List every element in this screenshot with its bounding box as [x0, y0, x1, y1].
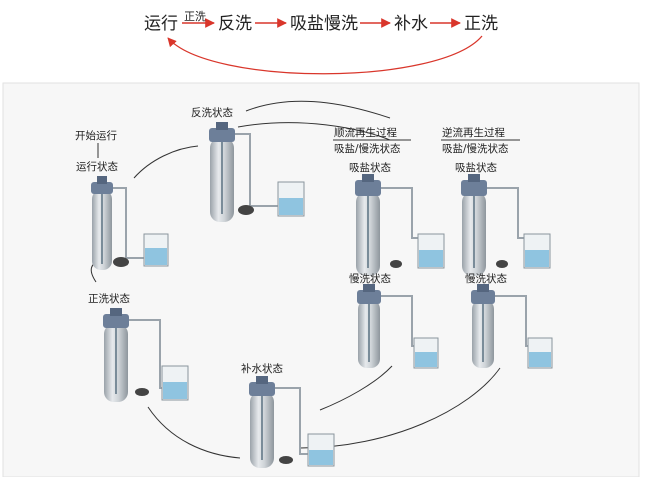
downflow-heading: 顺流再生过程 吸盐/慢洗状态 — [333, 126, 411, 155]
unit-rinse-label: 正洗状态 — [88, 292, 130, 305]
unit-upflow-brine: 吸盐状态 — [455, 161, 551, 276]
flow-step-brine-slow: 吸盐慢洗 — [290, 13, 358, 34]
flow-step-run: 运行 — [144, 14, 178, 34]
unit-backwash: 反洗状态 — [191, 106, 305, 222]
unit-refill-label: 补水状态 — [241, 362, 283, 375]
unit-backwash-label: 反洗状态 — [191, 106, 233, 119]
diagram-panel — [2, 82, 640, 477]
flow-step-rinse: 正洗 — [464, 14, 498, 34]
upflow-heading-line2: 吸盐/慢洗状态 — [442, 142, 509, 155]
unit-run-label: 运行状态 — [76, 160, 118, 173]
unit-upflow-brine-label: 吸盐状态 — [455, 161, 497, 174]
downflow-heading-line2: 吸盐/慢洗状态 — [334, 142, 401, 155]
unit-downflow-slow-label: 慢洗状态 — [349, 272, 391, 285]
downflow-heading-line1: 顺流再生过程 — [334, 126, 397, 139]
unit-downflow-slow: 慢洗状态 — [349, 272, 439, 369]
unit-run: 开始运行 运行状态 — [75, 129, 169, 270]
unit-downflow-brine-label: 吸盐状态 — [349, 161, 391, 174]
upflow-heading: 逆流再生过程 吸盐/慢洗状态 — [441, 126, 520, 155]
unit-rinse: 正洗状态 — [88, 292, 189, 402]
unit-upflow-slow-label: 慢洗状态 — [465, 272, 507, 285]
flow-return-arrow — [167, 35, 483, 75]
flow-arrow-label: 正洗 — [184, 10, 206, 23]
upflow-heading-line1: 逆流再生过程 — [442, 126, 505, 139]
unit-upflow-slow: 慢洗状态 — [465, 272, 553, 369]
unit-downflow-brine: 吸盐状态 — [349, 161, 445, 276]
start-label: 开始运行 — [75, 129, 117, 142]
flow-step-refill: 补水 — [394, 14, 428, 34]
flow-step-backwash: 反洗 — [218, 14, 252, 34]
unit-refill: 补水状态 — [241, 362, 335, 468]
flow-sequence: 运行 正洗 反洗 吸盐慢洗 补水 正洗 — [144, 10, 498, 75]
